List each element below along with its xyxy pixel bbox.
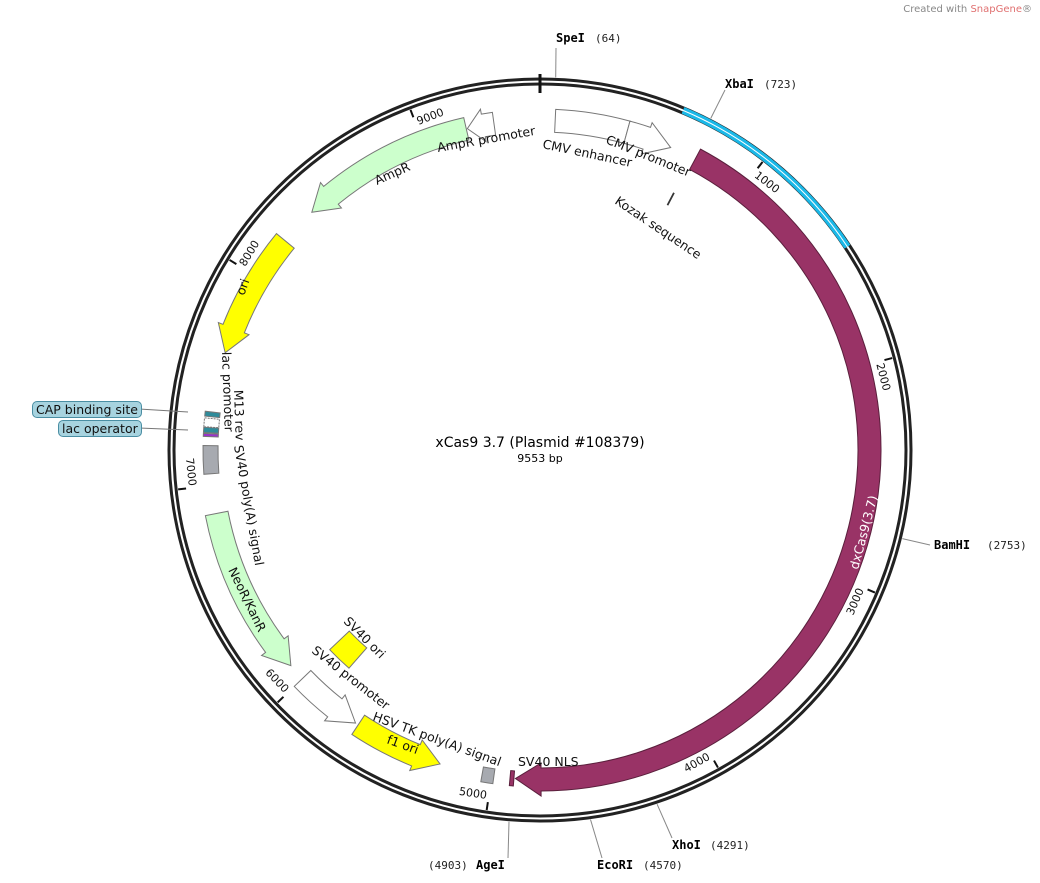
enzyme-leader-line xyxy=(902,538,931,546)
feature-cap-binding-site xyxy=(204,410,221,419)
tick-label: 6000 xyxy=(263,666,292,695)
tick-mark xyxy=(409,109,415,118)
watermark-prefix: Created with xyxy=(903,4,971,15)
feature-lac-promoter xyxy=(203,417,221,429)
feature-m13-rev xyxy=(202,432,219,438)
tick-label: 5000 xyxy=(458,785,488,802)
enzyme-leader-line xyxy=(507,821,510,859)
feature-dxcas9-3-7- xyxy=(514,148,882,797)
enzyme-speI[interactable]: SpeI (64) xyxy=(556,31,622,45)
enzyme-name: XhoI xyxy=(672,838,701,852)
feature-ampr xyxy=(311,117,470,213)
snapgene-watermark: Created with SnapGene® xyxy=(903,4,1032,15)
feature-neor-kanr xyxy=(204,510,292,667)
callout-line xyxy=(138,408,189,413)
feature-kozak-sequence xyxy=(667,192,675,206)
tick-mark xyxy=(178,487,187,491)
watermark-brand: SnapGene xyxy=(970,4,1022,15)
enzyme-bamHI[interactable]: BamHI (2753) xyxy=(934,538,1027,552)
feature-ori xyxy=(217,232,295,354)
label-m13-rev: M13 rev xyxy=(231,390,248,442)
enzyme-name: EcoRI xyxy=(597,858,633,872)
feature-ampr-promoter xyxy=(466,107,497,143)
enzyme-lines xyxy=(507,47,931,859)
plasmid-name: xCas9 3.7 (Plasmid #108379) xyxy=(435,435,644,451)
tick-mark xyxy=(485,802,489,811)
enzyme-xbaI[interactable]: XbaI (723) xyxy=(725,77,797,91)
enzyme-position: (4903) xyxy=(428,859,468,872)
enzyme-name: XbaI xyxy=(725,77,754,91)
label-sv40-nls: SV40 NLS xyxy=(518,754,579,769)
feature-lac-operator xyxy=(202,426,220,434)
feature-kozak-sequence xyxy=(666,192,675,206)
plasmid-length: 9553 bp xyxy=(517,452,562,465)
feature-cmv-promoter xyxy=(623,120,672,155)
enzyme-leader-line xyxy=(590,819,603,859)
tick-mark xyxy=(884,357,893,362)
enzyme-position: (64) xyxy=(595,32,622,45)
tick-mark xyxy=(229,259,237,265)
enzyme-name: BamHI xyxy=(934,538,970,552)
tick-label: 2000 xyxy=(873,362,893,392)
enzyme-xhoI[interactable]: XhoI (4291) xyxy=(672,838,750,852)
tick-mark xyxy=(276,696,285,704)
label-lac-promoter: lac promoter xyxy=(219,352,237,433)
enzyme-leader-line xyxy=(656,803,673,839)
feature-hsv-tk-poly-a-signal xyxy=(480,766,496,785)
label-kozak: Kozak sequence xyxy=(612,193,704,262)
feature-sv40-nls xyxy=(508,770,516,787)
enzyme-position: (4570) xyxy=(643,859,683,872)
features-layer xyxy=(202,107,882,797)
feature-f1-ori xyxy=(351,714,441,772)
callout-lac-operator[interactable]: lac operator xyxy=(58,420,142,437)
feature-sv40-poly-a-signal xyxy=(202,445,220,475)
enzyme-name: SpeI xyxy=(556,31,585,45)
enzyme-name: AgeI xyxy=(476,858,505,872)
watermark-suffix: ® xyxy=(1022,4,1032,15)
enzyme-position: (2753) xyxy=(987,539,1027,552)
feature-sv40-ori xyxy=(328,630,368,669)
label-ori: ori xyxy=(233,277,253,297)
callout-cap-binding-site[interactable]: CAP binding site xyxy=(32,401,142,418)
enzyme-ageI[interactable]: (4903) AgeI xyxy=(428,858,505,872)
enzyme-position: (723) xyxy=(764,78,797,91)
tick-mark xyxy=(756,161,764,169)
enzyme-position: (4291) xyxy=(710,839,750,852)
tick-label: 7000 xyxy=(183,457,199,486)
enzyme-leader-line xyxy=(710,89,726,119)
tick-mark xyxy=(867,588,876,594)
callout-line xyxy=(138,427,189,431)
feature-sv40-promoter xyxy=(293,669,357,724)
highlight-arc-center xyxy=(682,109,848,248)
tick-mark xyxy=(713,760,719,769)
enzyme-ecoRI[interactable]: EcoRI (4570) xyxy=(597,858,683,872)
